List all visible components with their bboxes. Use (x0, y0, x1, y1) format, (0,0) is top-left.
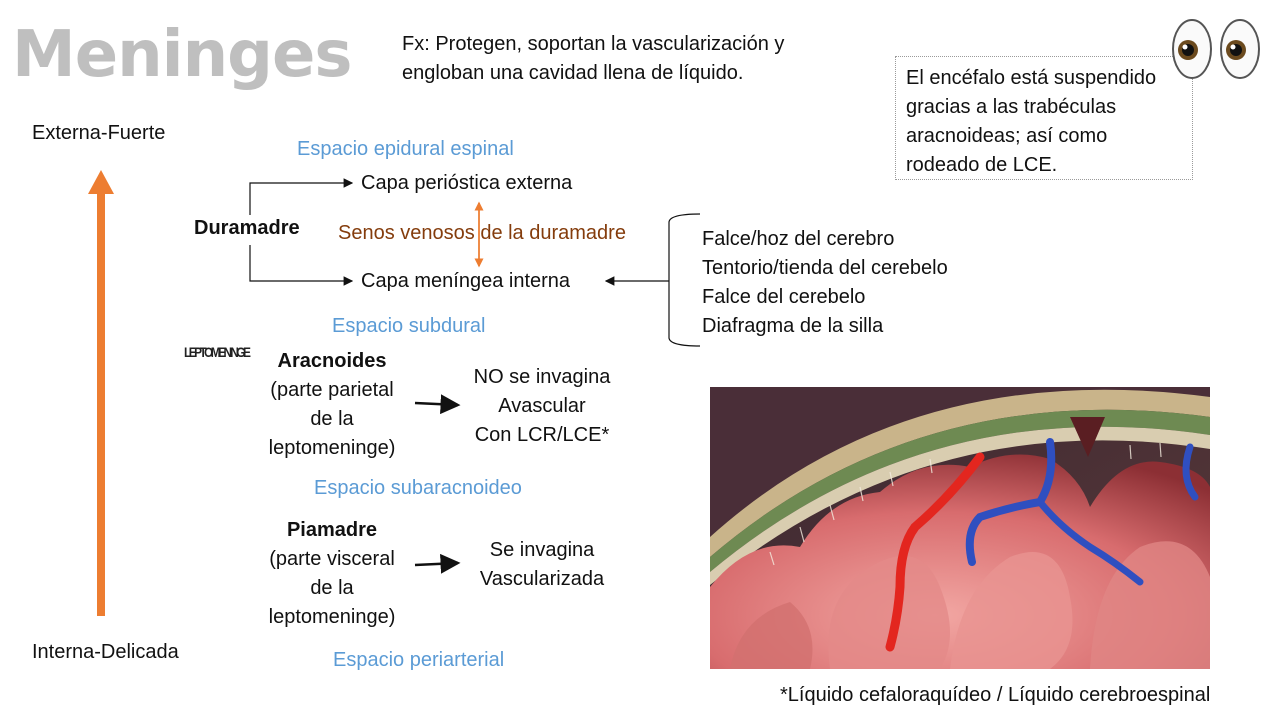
piamadre-prop: Vascularizada (479, 568, 605, 590)
sinuses-label: Senos venosos de la duramadre (338, 222, 626, 244)
piamadre-arrow (414, 553, 461, 574)
aracnoides-prop: Avascular (498, 395, 586, 417)
folds-bracket (604, 213, 701, 347)
list-item: Tentorio/tienda del cerebelo (702, 257, 948, 279)
axis-top-label: Externa-Fuerte (32, 122, 166, 144)
periarterial-space-label: Espacio periarterial (333, 649, 505, 671)
epidural-space-label: Espacio epidural espinal (297, 138, 514, 160)
meninges-illustration (710, 387, 1210, 669)
subarachnoid-space-label: Espacio subaracnoideo (314, 477, 522, 499)
piamadre-desc-line: leptomeninge) (268, 606, 396, 628)
piamadre-desc-line: (parte visceral (269, 548, 395, 570)
aracnoides-prop: NO se invagina (473, 366, 611, 388)
aracnoides-block: Aracnoides (parte parietal de la leptome… (252, 347, 412, 463)
function-text: Fx: Protegen, soportan la vascularizació… (402, 33, 785, 84)
aracnoides-desc-line: (parte parietal (270, 379, 394, 401)
eyes-emoji-icon (1170, 18, 1270, 80)
dural-folds-list: Falce/hoz del cerebro Tentorio/tienda de… (702, 225, 948, 341)
outer-layer-label: Capa perióstica externa (361, 172, 573, 194)
aracnoides-arrow (414, 394, 461, 415)
slide-title: Meninges (12, 18, 352, 92)
leptomeninge-tag: LEPTOMENINGE (184, 344, 251, 360)
duramadre-branches (249, 178, 354, 286)
inner-layer-label: Capa meníngea interna (361, 270, 571, 292)
piamadre-desc-line: de la (310, 577, 354, 599)
note-box: El encéfalo está suspendido gracias a la… (895, 56, 1193, 180)
axis-bottom-label: Interna-Delicada (32, 641, 179, 663)
aracnoides-desc-line: de la (310, 408, 354, 430)
duramadre-label: Duramadre (194, 217, 300, 239)
piamadre-label: Piamadre (286, 519, 378, 541)
aracnoides-desc-line: leptomeninge) (268, 437, 396, 459)
piamadre-props: Se invagina Vascularizada (462, 536, 622, 594)
list-item: Falce/hoz del cerebro (702, 228, 895, 250)
aracnoides-props: NO se invagina Avascular Con LCR/LCE* (462, 363, 622, 450)
aracnoides-prop: Con LCR/LCE* (474, 424, 610, 446)
list-item: Falce del cerebelo (702, 286, 866, 308)
footnote: *Líquido cefaloraquídeo / Líquido cerebr… (780, 684, 1211, 706)
vertical-axis-arrow (88, 170, 114, 616)
piamadre-prop: Se invagina (489, 539, 595, 561)
list-item: Diafragma de la silla (702, 315, 884, 337)
piamadre-block: Piamadre (parte visceral de la leptomeni… (252, 516, 412, 632)
subdural-space-label: Espacio subdural (332, 315, 486, 337)
aracnoides-label: Aracnoides (277, 350, 387, 372)
